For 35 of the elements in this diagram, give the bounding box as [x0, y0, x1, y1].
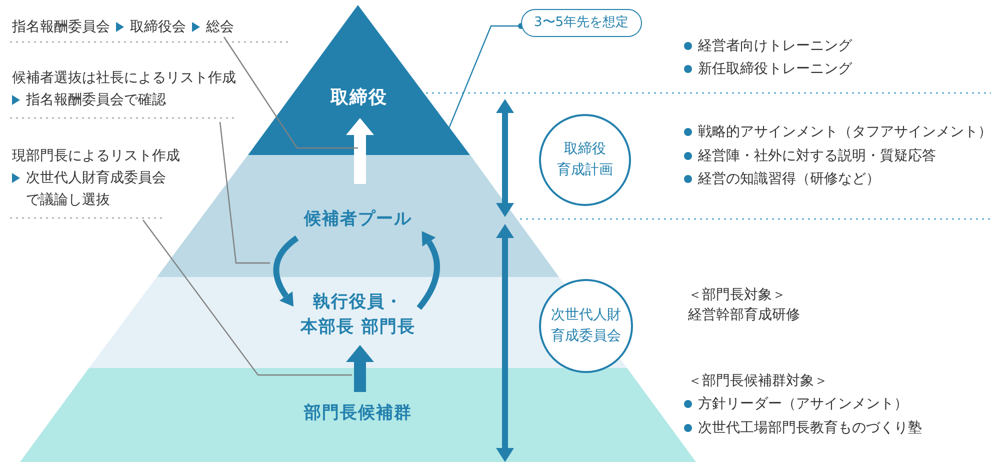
note-text: 次世代人財育成委員会で議論し選抜 — [26, 169, 167, 210]
circle-label: 次世代人財 — [551, 306, 621, 325]
note-text: 指名報酬委員会 — [12, 18, 110, 37]
curved-arrow — [273, 236, 299, 307]
label-text: 次世代工場部門長教育ものづくり塾 — [698, 419, 922, 438]
leader-line — [142, 220, 352, 376]
label-text: ＜部門長候補群対象＞ — [688, 372, 828, 391]
note-text: 現部門長によるリスト作成 — [12, 147, 180, 166]
note-text: 指名報酬委員会で確認 — [26, 91, 166, 110]
tier-label: 候補者プール — [304, 208, 412, 231]
label-text: 経営者向けトレーニング — [698, 37, 852, 56]
label-text: 方針リーダー（アサインメント） — [698, 395, 908, 414]
label-text: ＜部門長対象＞ — [688, 286, 786, 305]
tier-label: 本部長 部門長 — [300, 316, 416, 339]
note-text: 総会 — [206, 18, 234, 37]
circle-label: 取締役 — [564, 140, 606, 159]
label-text: 経営幹部育成研修 — [688, 306, 800, 325]
label-text: 戦略的アサインメント（タフアサインメント） — [698, 123, 991, 142]
leader-line — [219, 122, 270, 264]
note-text: 候補者選抜は社長によるリスト作成 — [12, 69, 236, 88]
callout-pill: 3〜5年先を想定 — [521, 9, 642, 37]
curved-arrow — [416, 230, 440, 310]
tier-label: 取締役 — [330, 86, 388, 110]
block-arrow — [346, 345, 374, 392]
leader-line — [448, 23, 524, 128]
block-arrow — [346, 118, 374, 184]
tier-label: 執行役員・ — [313, 291, 403, 314]
tier-label: 部門長候補群 — [304, 402, 412, 425]
leader-line — [224, 36, 358, 149]
note-text: 取締役会 — [130, 18, 186, 37]
label-text: 新任取締役トレーニング — [698, 60, 852, 79]
circle-label: 育成計画 — [557, 161, 613, 180]
circle-label: 育成委員会 — [551, 327, 621, 346]
label-text: 経営の知識習得（研修など） — [698, 170, 880, 189]
label-text: 経営陣・社外に対する説明・質疑応答 — [698, 147, 936, 166]
